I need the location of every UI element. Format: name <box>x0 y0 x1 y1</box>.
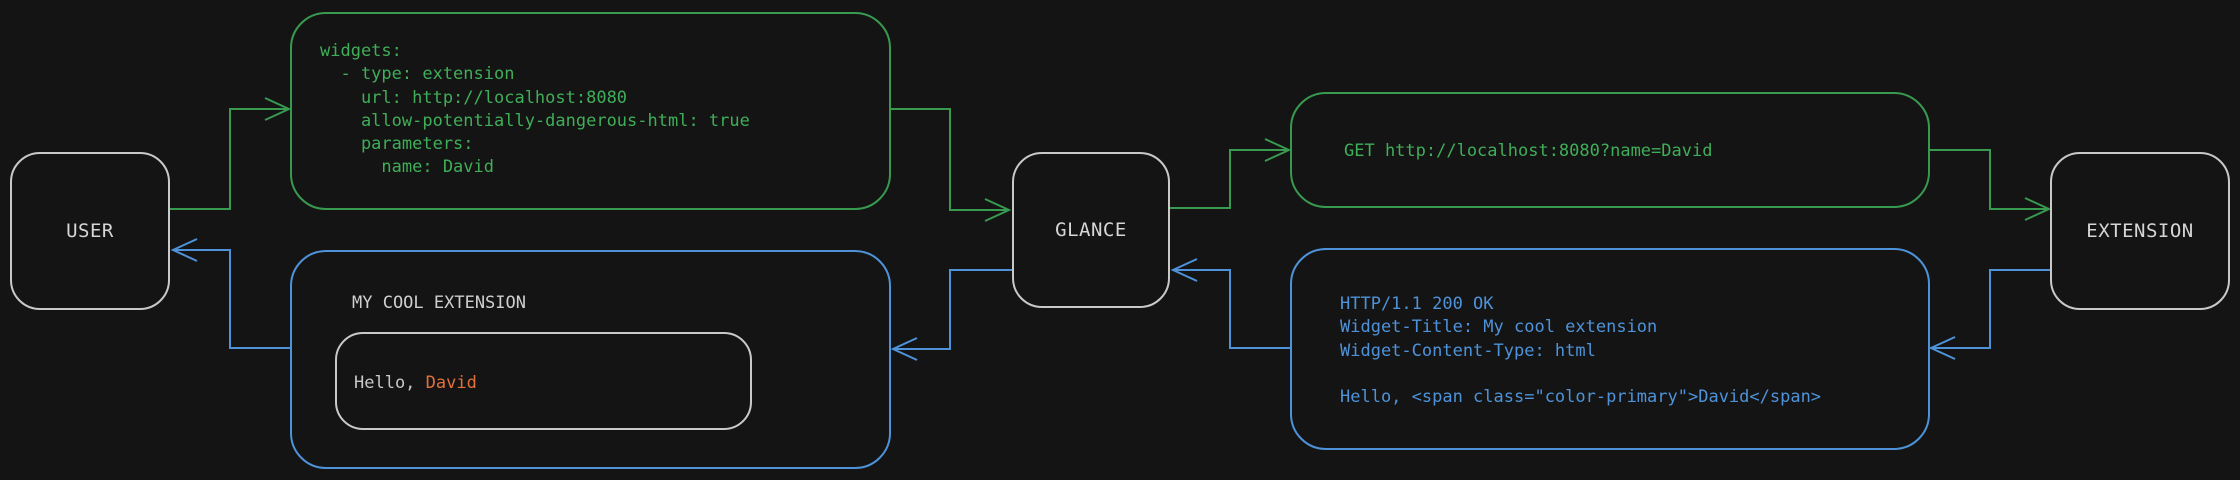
config-yaml-box: widgets: - type: extension url: http://l… <box>290 12 891 210</box>
node-user-label: USER <box>66 220 114 242</box>
http-response-box: HTTP/1.1 200 OK Widget-Title: My cool ex… <box>1290 248 1930 450</box>
widget-title: MY COOL EXTENSION <box>352 293 526 313</box>
arrow-glance-to-request <box>1170 149 1288 209</box>
node-user: USER <box>10 152 170 310</box>
arrow-widget-to-user-head <box>170 238 198 262</box>
arrow-user-to-config <box>170 108 288 210</box>
greeting-prefix: Hello, <box>354 373 426 393</box>
config-yaml-code: widgets: - type: extension url: http://l… <box>320 41 750 178</box>
greeting-name: David <box>425 373 477 393</box>
arrow-extension-to-response <box>1932 269 2050 349</box>
arrow-response-to-glance-head <box>1170 258 1198 282</box>
arrow-extension-to-response-head <box>1928 336 1956 360</box>
arrow-user-to-config-head <box>264 97 292 121</box>
arrow-config-to-glance-head <box>984 198 1012 222</box>
http-response-code: HTTP/1.1 200 OK Widget-Title: My cool ex… <box>1340 294 1822 408</box>
widget-preview-box: MY COOL EXTENSION Hello, David <box>290 250 891 469</box>
node-glance-label: GLANCE <box>1055 219 1127 241</box>
node-extension: EXTENSION <box>2050 152 2230 310</box>
arrow-request-to-extension <box>1930 149 2048 210</box>
greeting-text: Hello, David <box>354 372 477 395</box>
arrow-glance-to-request-head <box>1264 138 1292 162</box>
node-extension-label: EXTENSION <box>2086 220 2194 242</box>
arrow-response-to-glance <box>1174 269 1290 349</box>
arrow-config-to-glance <box>891 108 1008 211</box>
arrow-glance-to-widget-head <box>890 337 918 361</box>
http-request-box: GET http://localhost:8080?name=David <box>1290 92 1930 208</box>
arrow-glance-to-widget <box>894 269 1012 350</box>
arrow-request-to-extension-head <box>2024 197 2052 221</box>
arrow-widget-to-user <box>174 249 290 349</box>
widget-greeting-box: Hello, David <box>335 332 752 430</box>
http-request-code: GET http://localhost:8080?name=David <box>1344 141 1713 161</box>
node-glance: GLANCE <box>1012 152 1170 308</box>
